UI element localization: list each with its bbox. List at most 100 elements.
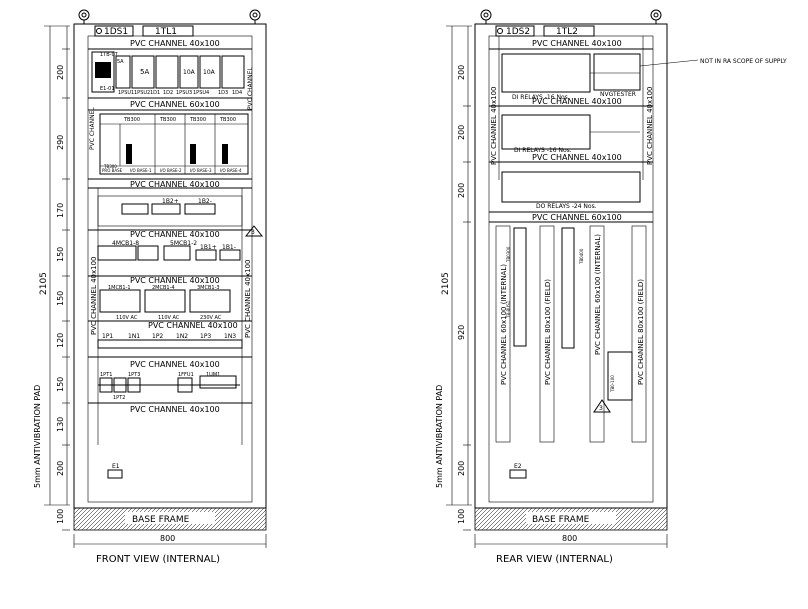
front-lifting-eye-left: [78, 9, 90, 24]
front-mcb2-sub-3: 230V AC: [200, 315, 222, 321]
rear-base-label: BASE FRAME: [532, 515, 590, 525]
front-ffu-label: 1FFU1: [178, 372, 194, 378]
front-channel-1: PVC CHANNEL 40x100: [130, 39, 220, 48]
rear-vchannel-2: PVC CHANNEL 80x100 (FIELD): [544, 279, 552, 385]
front-cabinet-outline: [73, 23, 267, 509]
front-dim-1: 200: [56, 65, 65, 80]
rear-dim-1: 200: [457, 65, 466, 80]
front-psu-label-8: 1D4: [232, 90, 242, 96]
front-io-base-3: I/O BASE-3: [190, 168, 212, 173]
rear-dim-overall: 2105: [441, 272, 451, 295]
rear-dim-5: 200: [457, 461, 466, 476]
front-channel-4: PVC CHANNEL 40x100: [130, 230, 220, 239]
front-dim-5: 150: [56, 291, 65, 306]
rear-revision-tag: 3: [599, 405, 603, 412]
front-psu-label-4: 1D2: [163, 90, 173, 96]
front-mcb-label-3: 1B1+: [200, 244, 217, 251]
rear-side-channel-left: PVC CHANNEL 40x100: [490, 87, 498, 166]
front-psu-rating-3: 10A: [183, 69, 196, 76]
front-dim-8: 130: [56, 417, 65, 432]
front-mcb2-label-2: 2MCB1-4: [152, 285, 175, 291]
front-io-head-4: TB300: [219, 117, 236, 123]
front-dim-overall: 2105: [39, 272, 49, 295]
front-mcb2-sub-1: 110V AC: [116, 315, 138, 321]
front-side-channel-left-top: PVC CHANNEL: [89, 107, 96, 150]
front-dim-9: 200: [56, 461, 65, 476]
front-psu-rating-2: 5A: [140, 68, 149, 76]
front-psu-label-7: 1D3: [218, 90, 228, 96]
front-io-left-label: TB300: [103, 164, 117, 169]
rear-relay-label-3: DO RELAYS -24 Nos.: [536, 203, 597, 210]
front-e1-label: E1: [112, 463, 120, 470]
front-channel-2: PVC CHANNEL 60x100: [130, 100, 220, 109]
front-row-mcb-1: 4MCB1-8 5MCB1-2 1B1+ 1B1-: [97, 240, 241, 261]
rear-vchannel-1: PVC CHANNEL 60x100 (INTERNAL): [500, 264, 508, 385]
rear-view: 1DS2 1TL2 PVC CHANNEL 40x100 PVC CHANNEL…: [435, 9, 787, 565]
front-channel-5: PVC CHANNEL 40x100: [130, 276, 220, 285]
rear-terminal-columns: TB0300 TB0400 TB-BUS1 TB0-100: [506, 227, 633, 401]
front-row-pt: 1PT1 1PT2 1PT3 1FFU1 1UM1: [98, 372, 240, 401]
front-channel-8: PVC CHANNEL 40x100: [130, 405, 220, 414]
rear-relay-label-2: DI RELAYS -16 Nos.: [514, 147, 572, 154]
front-row-terminals-1: 1B2+ 1B2-: [97, 195, 243, 227]
front-side-channel-right-top: PVC CHANNEL: [247, 67, 254, 110]
front-term2-label-1: 1P1: [102, 333, 113, 340]
front-lifting-eye-right: [249, 9, 261, 24]
front-tb07-label: 1TB-07: [100, 52, 118, 58]
front-io-base-0: PRO BASE: [102, 168, 123, 173]
front-psu-label-3: 1D1: [150, 90, 160, 96]
front-tag-ds1: 1DS1: [104, 27, 128, 37]
front-io-base-1: I/O BASE-1: [130, 168, 152, 173]
rear-lifting-eye-left: [480, 9, 492, 24]
front-revision-tag: 3: [251, 229, 255, 236]
front-tag-ds1-box: [94, 25, 134, 37]
rear-relay-block-2: DI RELAYS -16 Nos.: [501, 114, 640, 154]
front-dim-segments: 200 290 170 150 150 120 150 130 200 100: [56, 48, 70, 531]
front-terminal-1b2p: 1B2+: [162, 198, 179, 205]
front-term2-label-2: 1N1: [128, 333, 140, 340]
rear-relay-block-1: DI RELAYS -16 Nos.: [501, 53, 640, 101]
front-mcb2-sub-2: 110V AC: [158, 315, 180, 321]
rear-dim-3: 200: [457, 183, 466, 198]
front-tag-tl1: 1TL1: [155, 27, 177, 37]
front-side-channel-right: PVC CHANNEL 40x100: [244, 260, 252, 339]
rear-pad-label: 5mm ANTIVIBRATION PAD: [435, 385, 444, 488]
front-psu-label-6: 1PSU4: [193, 90, 209, 96]
front-channel-7: PVC CHANNEL 40x100: [130, 360, 220, 369]
front-dim-4: 150: [56, 247, 65, 262]
front-caption: FRONT VIEW (INTERNAL): [96, 554, 220, 565]
front-terminal-1b2m: 1B2-: [198, 198, 212, 205]
front-row-terminals-2: 1P1 1N1 1P2 1N2 1P3 1N3: [97, 333, 243, 349]
front-psu-rating-1: 5A: [117, 59, 124, 65]
front-pt-label-2: 1PT2: [113, 395, 125, 401]
front-e101-label: E1-01: [100, 86, 115, 92]
front-dim-7: 150: [56, 377, 65, 392]
front-io-head-1: TB300: [123, 117, 140, 123]
rear-dim-segments: 200 200 200 920 200 100: [457, 65, 471, 531]
front-psu-rating-4: 10A: [203, 69, 216, 76]
rear-dim-4: 920: [457, 325, 466, 340]
rear-terminal-tag-2: TB0400: [579, 248, 584, 265]
rear-dim-base: 100: [457, 509, 466, 524]
front-pad-label: 5mm ANTIVIBRATION PAD: [33, 385, 42, 488]
front-term2-label-5: 1P3: [200, 333, 211, 340]
rear-tag-tl2: 1TL2: [556, 27, 578, 37]
front-dim-2: 290: [56, 135, 65, 150]
rear-scope-note: NOT IN RA SCOPE OF SUPPLY: [700, 58, 787, 65]
front-side-channel-left: PVC CHANNEL 40x100: [90, 257, 98, 336]
rear-vchannel-4: PVC CHANNEL 80x100 (FIELD): [637, 279, 645, 385]
rear-channel-3: PVC CHANNEL 40x100: [532, 153, 622, 162]
front-mcb-label-1: 4MCB1-8: [112, 240, 139, 247]
front-dim-6: 120: [56, 333, 65, 348]
front-pt-label-1: 1PT1: [100, 372, 112, 378]
rear-channel-1: PVC CHANNEL 40x100: [532, 39, 622, 48]
front-term2-label-3: 1P2: [152, 333, 163, 340]
front-mcb2-label-3: 3MCB1-3: [197, 285, 220, 291]
front-width-dim: 800: [160, 534, 175, 543]
rear-terminal-tag-3: TB-BUS1: [506, 300, 511, 319]
front-e1-block: [107, 469, 123, 479]
rear-relay-block-3: DO RELAYS -24 Nos.: [501, 171, 641, 210]
front-io-head-3: TB300: [189, 117, 206, 123]
rear-side-channel-right: PVC CHANNEL 40x100: [646, 87, 654, 166]
